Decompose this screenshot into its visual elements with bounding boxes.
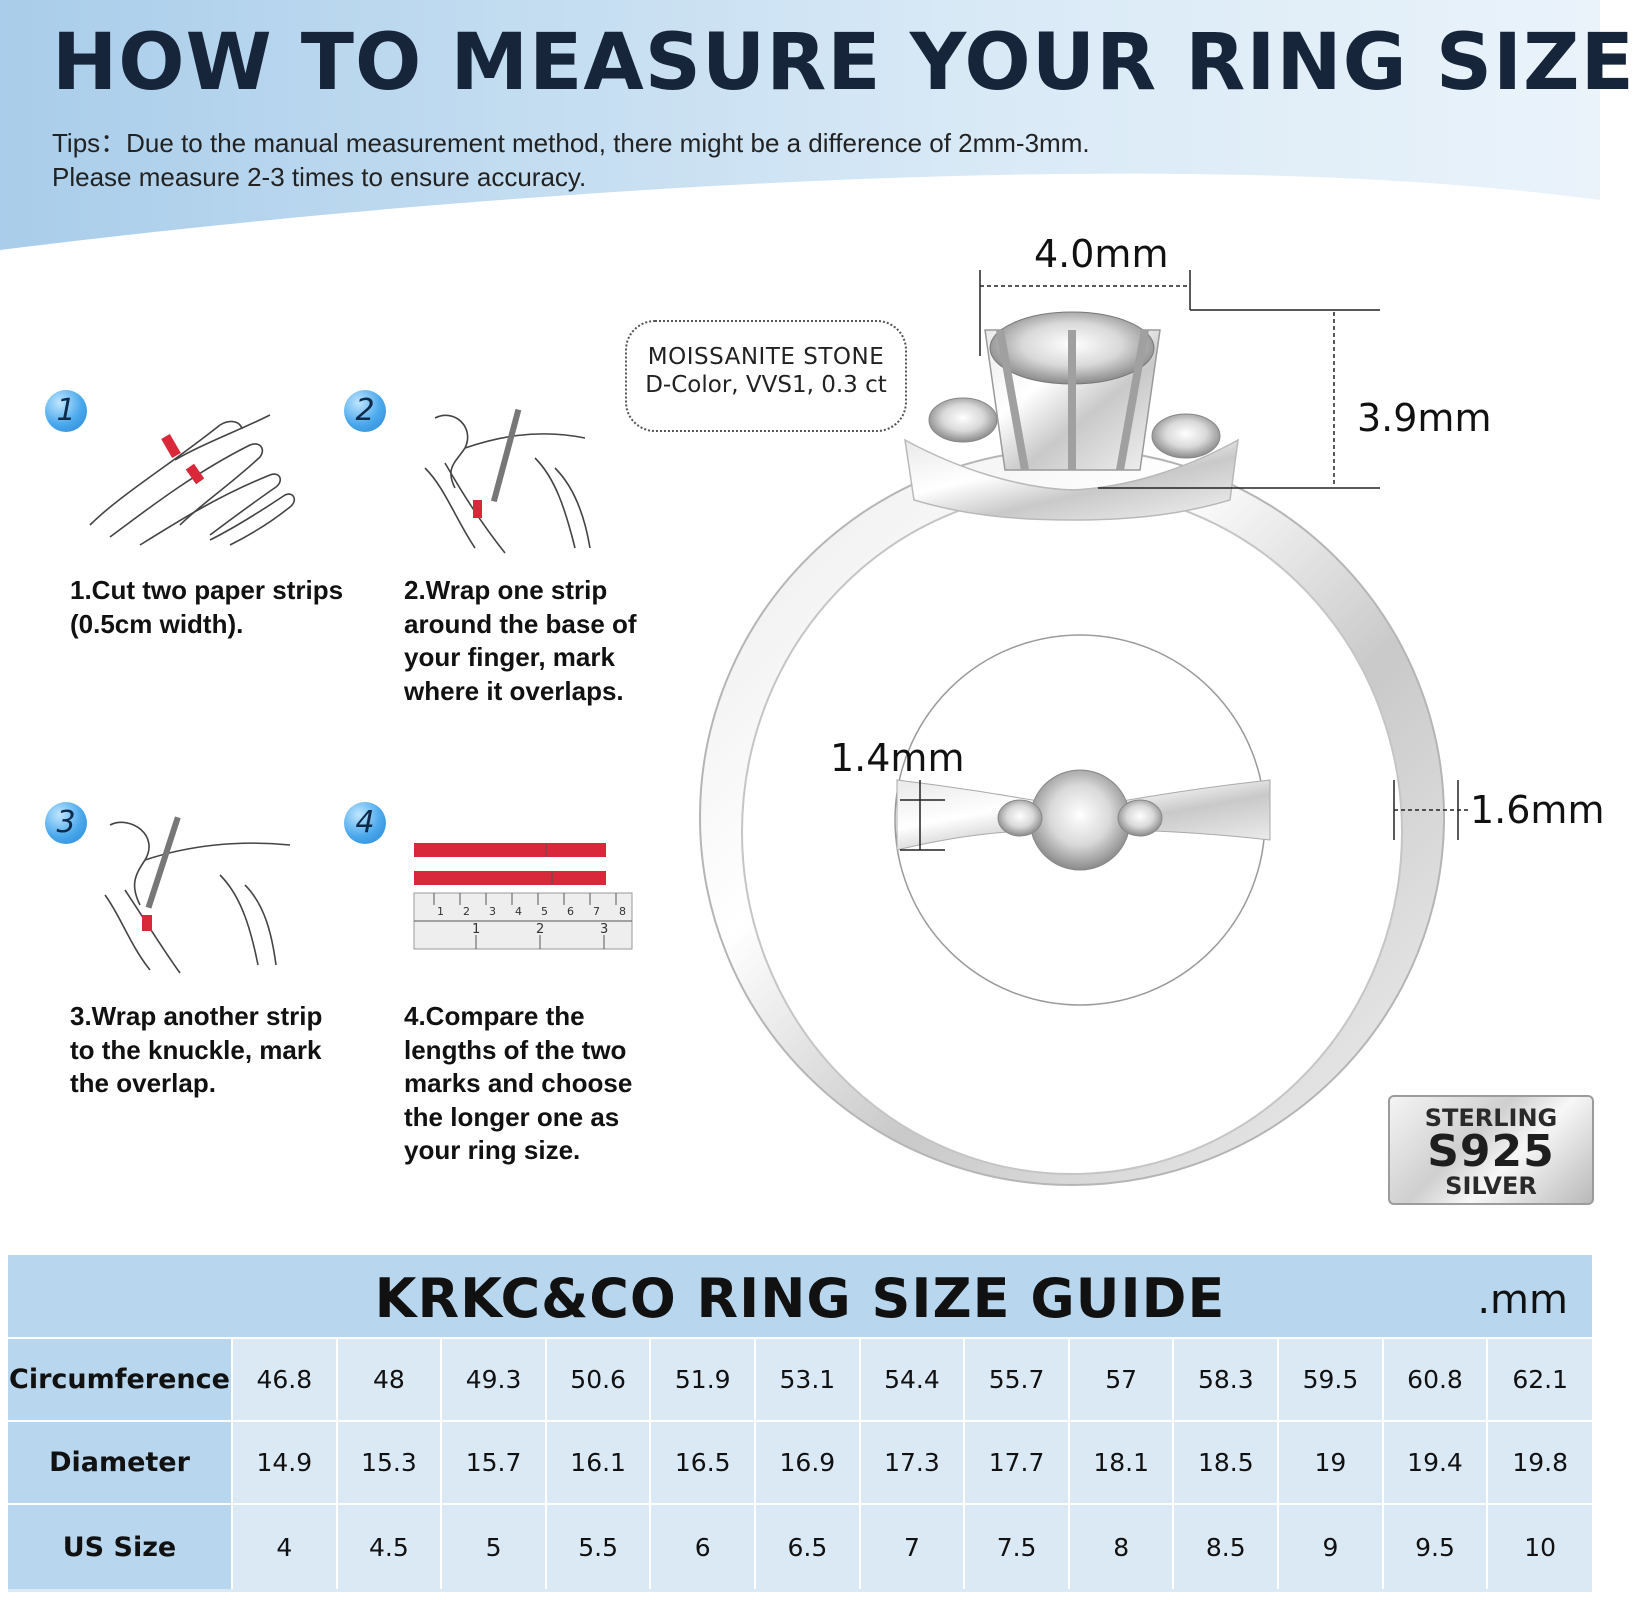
table-cell: 19.4 xyxy=(1381,1420,1488,1504)
step-1-hand-illustration xyxy=(89,414,296,546)
table-cell: 18.5 xyxy=(1172,1420,1279,1504)
table-cell: 8 xyxy=(1067,1503,1174,1589)
dim-stone-width: 4.0mm xyxy=(1034,232,1169,276)
size-guide-title: KRKC&CO RING SIZE GUIDE xyxy=(374,1267,1226,1330)
table-cell: 9 xyxy=(1277,1503,1383,1589)
size-guide-header xyxy=(8,1255,1592,1337)
ruler-label: 1 xyxy=(437,905,444,918)
step-2-hand-illustration xyxy=(424,408,591,554)
badge-top-text: STERLING xyxy=(1424,1104,1558,1132)
step-1-text: 1.Cut two paper strips (0.5cm width). xyxy=(70,575,344,639)
table-cell: 7 xyxy=(858,1503,965,1589)
ruler-label: 4 xyxy=(515,905,522,918)
table-cell: 62.1 xyxy=(1486,1337,1592,1421)
side-stone-right xyxy=(1151,413,1221,459)
step-4-badge: 4 xyxy=(344,802,386,844)
ruler-label: 6 xyxy=(567,905,574,918)
table-cell: 59.5 xyxy=(1277,1337,1383,1421)
table-cell: 49.3 xyxy=(440,1337,546,1421)
sterling-silver-badge: STERLING S925 SILVER xyxy=(1388,1095,1594,1205)
ruler-label: 2 xyxy=(463,905,470,918)
header-background xyxy=(0,0,1600,250)
ring-illustration xyxy=(699,270,1468,1186)
ruler-label: 8 xyxy=(619,905,626,918)
badge-bottom-text: SILVER xyxy=(1445,1172,1537,1200)
table-cell: 16.5 xyxy=(649,1420,756,1504)
table-cell: 5 xyxy=(440,1503,546,1589)
table-cell: 51.9 xyxy=(649,1337,756,1421)
ruler-label: 7 xyxy=(593,905,600,918)
table-cell: 8.5 xyxy=(1172,1503,1279,1589)
page-title: HOW TO MEASURE YOUR RING SIZE xyxy=(52,18,1635,108)
row-header: Circumference xyxy=(8,1337,232,1421)
stone-title: MOISSANITE STONE xyxy=(647,344,885,370)
table-cell: 50.6 xyxy=(544,1337,651,1421)
row-header: Diameter xyxy=(8,1420,232,1504)
dim-band-side: 1.6mm xyxy=(1470,788,1605,832)
table-cell: 15.7 xyxy=(440,1420,546,1504)
table-cell: 10 xyxy=(1486,1503,1592,1589)
ruler-lower-label: 1 xyxy=(472,922,480,937)
size-guide-unit: .mm xyxy=(1477,1277,1568,1323)
table-cell: 60.8 xyxy=(1381,1337,1488,1421)
table-cell: 16.1 xyxy=(544,1420,651,1504)
table-cell: 53.1 xyxy=(754,1337,860,1421)
row-header: US Size xyxy=(8,1503,232,1589)
ring-size-guide: KRKC&CO RING SIZE GUIDE .mm Circumferenc… xyxy=(8,1255,1592,1592)
tips-text: Tips：Due to the manual measurement metho… xyxy=(52,126,1090,194)
ruler-lower-label: 3 xyxy=(600,922,608,937)
table-cell: 4.5 xyxy=(335,1503,442,1589)
table-cell: 6 xyxy=(649,1503,756,1589)
badge-mid-text: S925 xyxy=(1427,1126,1555,1177)
ruler-label: 5 xyxy=(541,905,548,918)
table-cell: 19.8 xyxy=(1486,1420,1592,1504)
table-cell: 5.5 xyxy=(544,1503,651,1589)
stone-spec: D-Color, VVS1, 0.3 ct xyxy=(645,372,887,398)
ruler-label: 3 xyxy=(489,905,496,918)
step-3-badge: 3 xyxy=(45,802,87,844)
table-cell: 48 xyxy=(335,1337,442,1421)
table-cell: 17.7 xyxy=(963,1420,1069,1504)
table-cell: 16.9 xyxy=(754,1420,860,1504)
step-1-badge: 1 xyxy=(45,390,87,432)
table-cell: 18.1 xyxy=(1067,1420,1174,1504)
step-4-text: 4.Compare the lengths of the two marks a… xyxy=(404,1001,633,1165)
dim-band-top: 1.4mm xyxy=(830,736,965,780)
step-2-text: 2.Wrap one strip around the base of your… xyxy=(404,575,637,706)
table-cell: 9.5 xyxy=(1381,1503,1488,1589)
moissanite-callout: MOISSANITE STONE D-Color, VVS1, 0.3 ct xyxy=(625,320,907,432)
step-3-hand-illustration xyxy=(104,816,291,974)
table-cell: 54.4 xyxy=(858,1337,965,1421)
table-cell: 46.8 xyxy=(231,1337,337,1421)
table-cell: 14.9 xyxy=(231,1420,337,1504)
step-4-strips-ruler-illustration: 1 2 3 4 5 6 7 8 1 2 3 xyxy=(413,843,633,950)
table-cell: 57 xyxy=(1067,1337,1174,1421)
tips-line-1: Tips：Due to the manual measurement metho… xyxy=(52,128,1090,158)
table-cell: 19 xyxy=(1277,1420,1383,1504)
dim-stone-height: 3.9mm xyxy=(1357,396,1492,440)
table-cell: 6.5 xyxy=(754,1503,860,1589)
table-cell: 7.5 xyxy=(963,1503,1069,1589)
step-2-badge: 2 xyxy=(344,390,386,432)
table-cell: 58.3 xyxy=(1172,1337,1279,1421)
table-cell: 55.7 xyxy=(963,1337,1069,1421)
inset-center-stone xyxy=(1029,769,1131,871)
table-cell: 4 xyxy=(231,1503,337,1589)
tips-line-2: Please measure 2-3 times to ensure accur… xyxy=(52,162,587,192)
table-cell: 17.3 xyxy=(858,1420,965,1504)
ruler-lower-label: 2 xyxy=(536,922,544,937)
step-3-text: 3.Wrap another strip to the knuckle, mar… xyxy=(70,1001,323,1098)
side-stone-left xyxy=(928,397,998,443)
table-cell: 15.3 xyxy=(335,1420,442,1504)
